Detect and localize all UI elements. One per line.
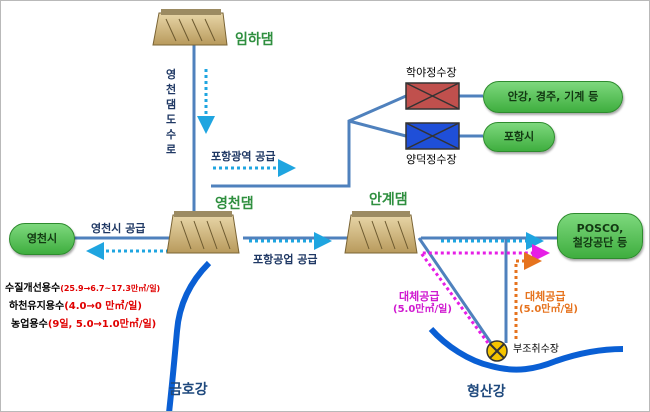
destination-posco: POSCO, 철강공단 등: [557, 213, 643, 259]
destination-angang: 안강, 경주, 기계 등: [483, 81, 623, 113]
destination-yeongcheon-city: 영천시: [9, 223, 75, 255]
use-agriculture: 농업용수(9일, 5.0→1.0만㎥/일): [11, 315, 156, 330]
use-water-quality-value: (25.9→6.7~17.3만㎥/일): [60, 284, 161, 293]
pohang-regional-label: 포항광역 공급: [211, 150, 276, 163]
use-agri-label: 농업용수: [11, 319, 48, 330]
hakya-plant-label: 학야정수장: [406, 66, 457, 79]
destination-posco-line1: POSCO,: [576, 222, 624, 236]
angye-dam-label: 안계댐: [369, 192, 408, 208]
pipe-branch-yangdeok: [348, 119, 407, 138]
yangdeok-plant-label: 양덕정수장: [406, 153, 457, 166]
destination-angang-text: 안강, 경주, 기계 등: [507, 90, 599, 104]
tunnel-char: 천: [165, 83, 177, 96]
destination-pohang-city: 포항시: [483, 122, 555, 152]
yangdeok-plant-symbol: [405, 122, 460, 150]
yeongcheon-dam-icon: [166, 211, 240, 254]
destination-posco-line2: 철강공단 등: [572, 236, 628, 249]
hyeongsan-river: [428, 326, 624, 373]
use-water-quality: 수질개선용수(25.9→6.7~17.3만㎥/일): [5, 279, 160, 294]
tunnel-char: 로: [165, 143, 177, 156]
use-river-maintenance: 하천유지용수(4.0→0 만㎥/일): [9, 297, 142, 312]
orange-alt-title: 대체공급: [525, 290, 566, 303]
angye-dam-icon: [344, 211, 418, 254]
arrow-orange-alt: [514, 252, 542, 339]
yeongcheon-supply-label: 영천시 공급: [91, 222, 146, 235]
tunnel-char: 수: [165, 128, 177, 141]
use-water-quality-label: 수질개선용수: [5, 283, 61, 294]
arrow-magenta-alt: [418, 244, 550, 344]
geumho-river-label: 금호강: [169, 382, 208, 398]
hakya-plant-symbol: [405, 82, 460, 110]
imha-dam-icon: [152, 9, 228, 46]
pohang-industrial-label: 포항공업 공급: [253, 253, 318, 266]
destination-pohang-city-text: 포항시: [503, 130, 535, 144]
magenta-alt-amount: (5.0만㎥/일): [393, 304, 452, 315]
use-agri-value: (9일, 5.0→1.0만㎥/일): [47, 319, 157, 330]
bujo-intake-label: 부조취수장: [513, 344, 559, 355]
geumho-river: [166, 260, 212, 411]
bujo-intake-symbol: [486, 340, 508, 362]
use-river-value: (4.0→0 만㎥/일): [64, 301, 142, 312]
magenta-alt-title: 대체공급: [399, 290, 440, 303]
destination-yeongcheon-city-text: 영천시: [26, 232, 58, 246]
orange-alt-amount: (5.0만㎥/일): [519, 304, 578, 315]
use-river-label: 하천유지용수: [9, 301, 65, 312]
pipe-to-plants: [211, 94, 407, 188]
hyeongsan-river-label: 형산강: [467, 384, 506, 400]
tunnel-char: 영: [165, 68, 177, 81]
tunnel-char: 도: [165, 113, 177, 126]
tunnel-label: 영 천 댐 도 수 로: [161, 67, 181, 157]
imha-dam-label: 임하댐: [235, 32, 274, 48]
tunnel-char: 댐: [165, 98, 177, 111]
yeongcheon-dam-label: 영천댐: [215, 196, 254, 212]
pipe-bujo-diagonal: [417, 237, 493, 344]
